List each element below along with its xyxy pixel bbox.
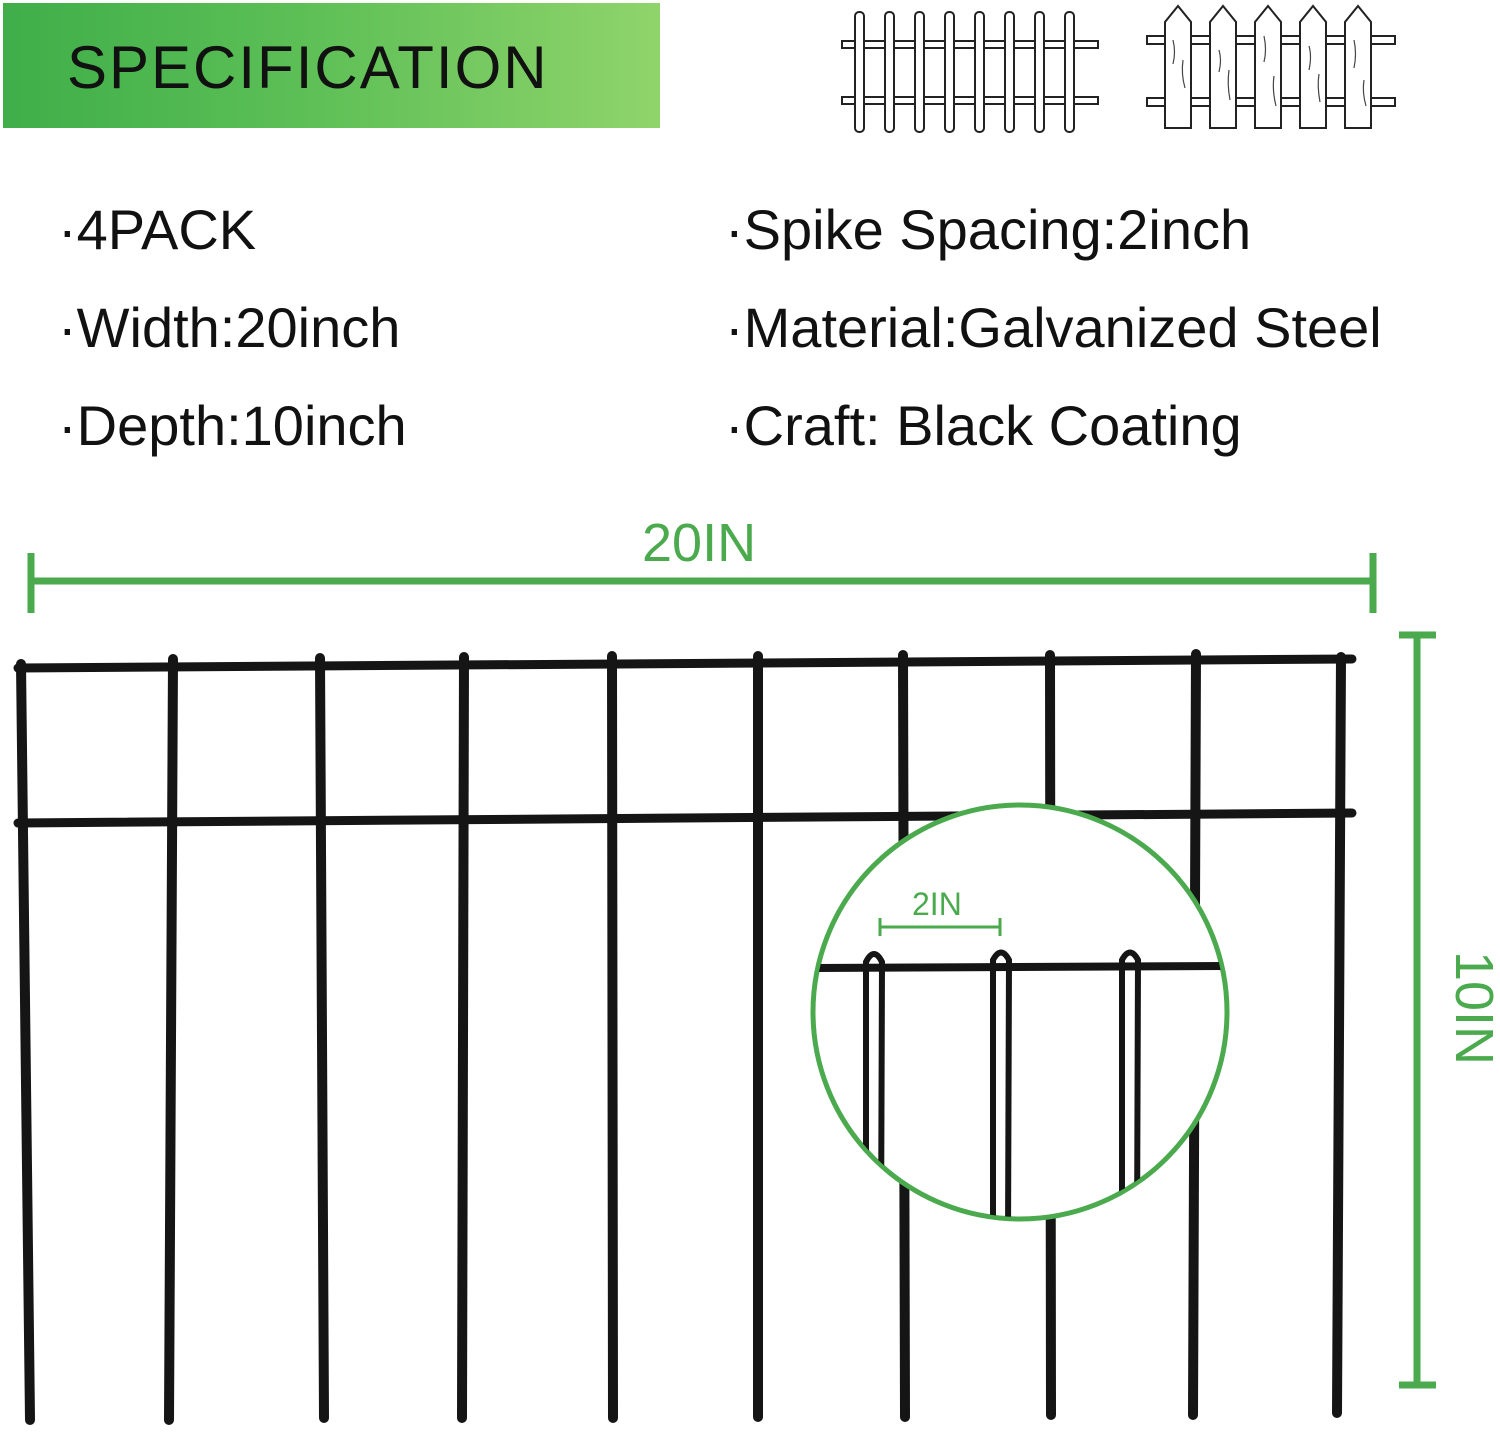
spec-bullet: · xyxy=(725,296,744,359)
width-dimension-label: 20IN xyxy=(642,513,757,573)
picket-fence-icon xyxy=(1146,4,1396,129)
spacing-dimension-label: 2IN xyxy=(912,886,962,922)
spec-text: Craft: Black Coating xyxy=(743,394,1242,457)
width-dimension-line xyxy=(27,553,1377,613)
spec-text: Material:Galvanized Steel xyxy=(743,296,1382,359)
spec-width: ·Width:20inch xyxy=(58,295,400,360)
spec-pack: ·4PACK xyxy=(58,197,256,262)
spec-depth: ·Depth:10inch xyxy=(58,393,407,458)
specification-banner: SPECIFICATION xyxy=(3,3,660,128)
depth-dimension-label: 10IN xyxy=(1444,950,1500,1066)
spec-spike-spacing: ·Spike Spacing:2inch xyxy=(725,197,1251,262)
zoom-detail xyxy=(810,802,1230,1222)
wire-fence-icon xyxy=(841,11,1099,133)
depth-dimension-line xyxy=(1399,631,1436,1389)
spec-bullet: · xyxy=(58,198,77,261)
spec-text: Spike Spacing:2inch xyxy=(743,198,1252,261)
spec-text: Depth:10inch xyxy=(76,394,407,457)
spec-bullet: · xyxy=(58,394,77,457)
spec-craft: ·Craft: Black Coating xyxy=(725,393,1242,458)
spec-bullet: · xyxy=(725,198,744,261)
spec-bullet: · xyxy=(58,296,77,359)
banner-title: SPECIFICATION xyxy=(67,34,549,101)
spec-text: 4PACK xyxy=(76,198,257,261)
spec-material: ·Material:Galvanized Steel xyxy=(725,295,1382,360)
spec-text: Width:20inch xyxy=(76,296,401,359)
spec-bullet: · xyxy=(725,394,744,457)
